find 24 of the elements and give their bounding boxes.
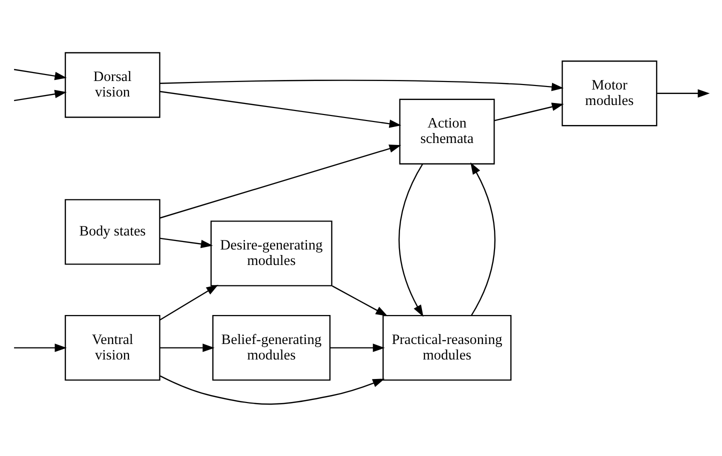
node-box: Action schemata [399,98,495,164]
arrow [160,144,402,218]
node-box: Practical-reasoning modules [382,314,512,380]
arrow [657,88,710,98]
arrow [398,163,424,316]
arrow [330,343,385,352]
arrow [14,89,67,101]
node-box: Desire-generating modules [210,220,332,286]
node-box: Body states [64,198,160,264]
arrow [160,237,213,248]
node-box: Motor modules [562,60,658,126]
node-box: Dorsal vision [64,52,160,118]
arrow [470,162,496,316]
arrow [160,374,385,404]
node-box: Belief-generating modules [212,314,331,380]
arrow [14,68,67,80]
arrow [160,284,218,320]
arrow [332,284,388,316]
arrow [160,343,215,352]
node-box: Ventral vision [64,314,160,380]
arrow [160,90,402,128]
arrow [494,102,564,121]
arrow [14,343,67,352]
arrow [160,79,564,91]
